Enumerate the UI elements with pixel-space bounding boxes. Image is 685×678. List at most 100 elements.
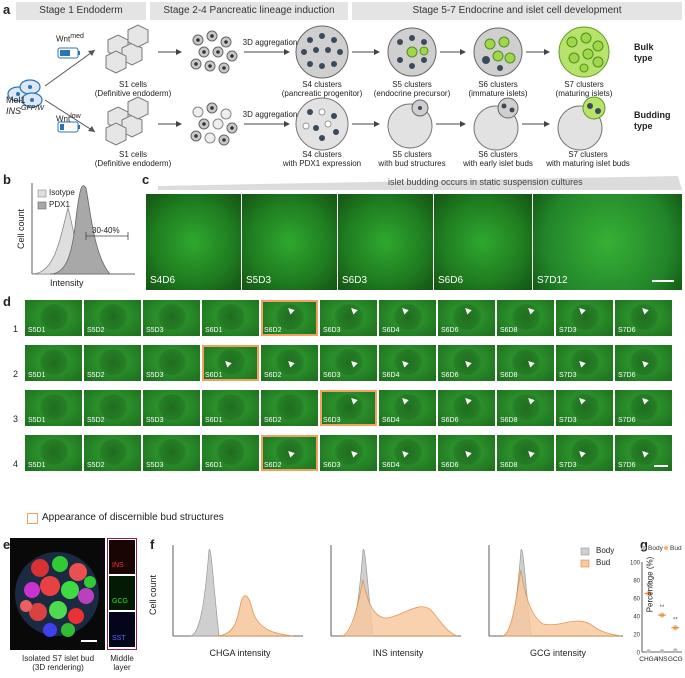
cell-line-gene: INS <box>6 106 22 116</box>
timelapse-tile: S5D1 <box>25 300 82 336</box>
cluster-shape <box>39 304 69 330</box>
timelapse-tile: S5D2 <box>84 345 141 381</box>
timelapse-tile: S5D3 <box>143 300 200 336</box>
caption-bottom-3-l1: S5 clusters <box>392 150 432 159</box>
b-ylabel: Cell count <box>16 208 26 250</box>
timelapse-tile: ▶S6D4 <box>379 390 436 426</box>
scattered-cells-top-icon <box>190 30 238 74</box>
cluster-shape <box>157 394 187 420</box>
budding-type-label: Budding type <box>634 110 671 131</box>
caption-top-1-l1: S1 cells <box>118 80 147 89</box>
legend-bud-label: Bud <box>670 545 682 552</box>
workflow-diagram <box>7 24 610 151</box>
tile-label: S6D4 <box>382 372 400 379</box>
cluster-shape <box>570 349 600 375</box>
caption-bottom-5-l1: S7 clusters <box>568 150 608 159</box>
stage-header-2: Stage 2-4 Pancreatic lineage induction <box>150 2 348 20</box>
caption-top-5-l1: S7 clusters <box>564 80 604 89</box>
cluster-shape <box>275 304 305 330</box>
panel-label-e: e <box>3 537 11 552</box>
pdx1-curve <box>49 185 111 275</box>
tile-label: S7D6 <box>618 327 636 334</box>
panel-label-d: d <box>3 294 11 309</box>
cluster-shape <box>39 349 69 375</box>
s6-cluster-top-icon <box>473 27 523 77</box>
caption-top-2: S4 clusters(pancreatic progenitor) <box>272 80 372 98</box>
timelapse-tile: S5D1 <box>25 435 82 471</box>
timelapse-tile: ▶S6D4 <box>379 345 436 381</box>
timelapse-tile: ▶S6D6 <box>438 390 495 426</box>
panel-label-a: a <box>3 2 11 17</box>
histogram-chga <box>172 545 303 637</box>
tile-label: S6D6 <box>441 417 459 424</box>
significance-label: ** <box>673 618 678 624</box>
cluster-shape <box>570 439 600 465</box>
legend-pdx1: PDX1 <box>49 200 70 209</box>
wnt-med-sup: med <box>70 33 84 40</box>
timelapse-tile: S6D1 <box>202 390 259 426</box>
flow-histograms <box>172 545 623 637</box>
middle-label: Middle <box>110 654 134 663</box>
timelapse-tile: ▶S6D8 <box>497 345 554 381</box>
cluster-shape <box>570 394 600 420</box>
tile-label: S7D3 <box>559 327 577 334</box>
c-image-1-label: S4D6 <box>150 275 176 286</box>
caption-top-3-l1: S5 clusters <box>392 80 432 89</box>
timelapse-tile: ▶S6D1 <box>202 345 259 381</box>
e-caption: Isolated S7 islet bud(3D rendering) <box>8 654 108 672</box>
banner-shape <box>158 176 682 190</box>
cluster-shape <box>275 394 305 420</box>
cluster-shape <box>511 439 541 465</box>
f-xlabel-ins: INS intensity <box>372 648 424 658</box>
cluster-shape <box>629 304 659 330</box>
tile-label: S5D3 <box>146 462 164 469</box>
scale-bar-d <box>654 465 668 467</box>
tile-label: S6D1 <box>205 327 223 334</box>
y-tick-label: 20 <box>633 633 640 639</box>
scale-bar-c <box>652 280 674 282</box>
cell-line-sup: GFP/W <box>21 105 44 112</box>
tile-label: S6D1 <box>205 372 223 379</box>
caption-top-1-l2: (Definitive endoderm) <box>94 89 172 98</box>
histogram-ins <box>330 545 461 637</box>
tile-label: S5D1 <box>28 327 46 334</box>
c-image-3: S6D3 <box>338 194 433 290</box>
tile-label: S6D8 <box>500 372 518 379</box>
x-tick-label: CHGA <box>639 656 658 663</box>
caption-top-3: S5 clusters(endocrine precursor) <box>366 80 458 98</box>
tile-label: S5D3 <box>146 327 164 334</box>
tile-label: S6D6 <box>441 462 459 469</box>
cluster-shape <box>570 304 600 330</box>
wnt-low-sup: low <box>70 113 81 120</box>
c-image-4-label: S6D6 <box>438 275 464 286</box>
timelapse-tile: S5D2 <box>84 435 141 471</box>
cluster-shape <box>275 439 305 465</box>
timelapse-tile: ▶S7D6 <box>615 300 672 336</box>
ins-channel: INS <box>109 540 135 574</box>
x-tick-label: GCG <box>668 656 683 663</box>
tile-label: S5D3 <box>146 372 164 379</box>
cluster-shape <box>511 349 541 375</box>
cluster-shape <box>393 439 423 465</box>
s4-cluster-bottom-icon <box>295 97 349 151</box>
y-tick-label: 40 <box>633 615 640 621</box>
s1-cells-bottom-icon <box>105 96 149 146</box>
tile-label: S6D3 <box>323 462 341 469</box>
g-ylabel: Percentage (%) <box>645 556 655 613</box>
timelapse-tile: ▶S6D3 <box>320 390 377 426</box>
timelapse-tile: S5D2 <box>84 300 141 336</box>
row-number-2: 2 <box>13 369 19 379</box>
timelapse-tile: ▶S7D3 <box>556 390 613 426</box>
middle-layer-frame: INS GCG SST <box>107 538 137 650</box>
y-tick-label: 80 <box>633 579 640 585</box>
cell-line-name: Mel1 <box>6 95 26 105</box>
budding-banner: islet budding occurs in static suspensio… <box>158 176 682 190</box>
sst-label: SST <box>112 635 126 642</box>
s6-cluster-bottom-icon <box>473 97 519 151</box>
row-number-1: 1 <box>13 324 19 334</box>
stage-header-3: Stage 5-7 Endocrine and islet cell devel… <box>352 2 682 20</box>
f-legend-body: Body <box>596 546 615 555</box>
caption-top-2-l2: (pancreatic progenitor) <box>281 89 363 98</box>
